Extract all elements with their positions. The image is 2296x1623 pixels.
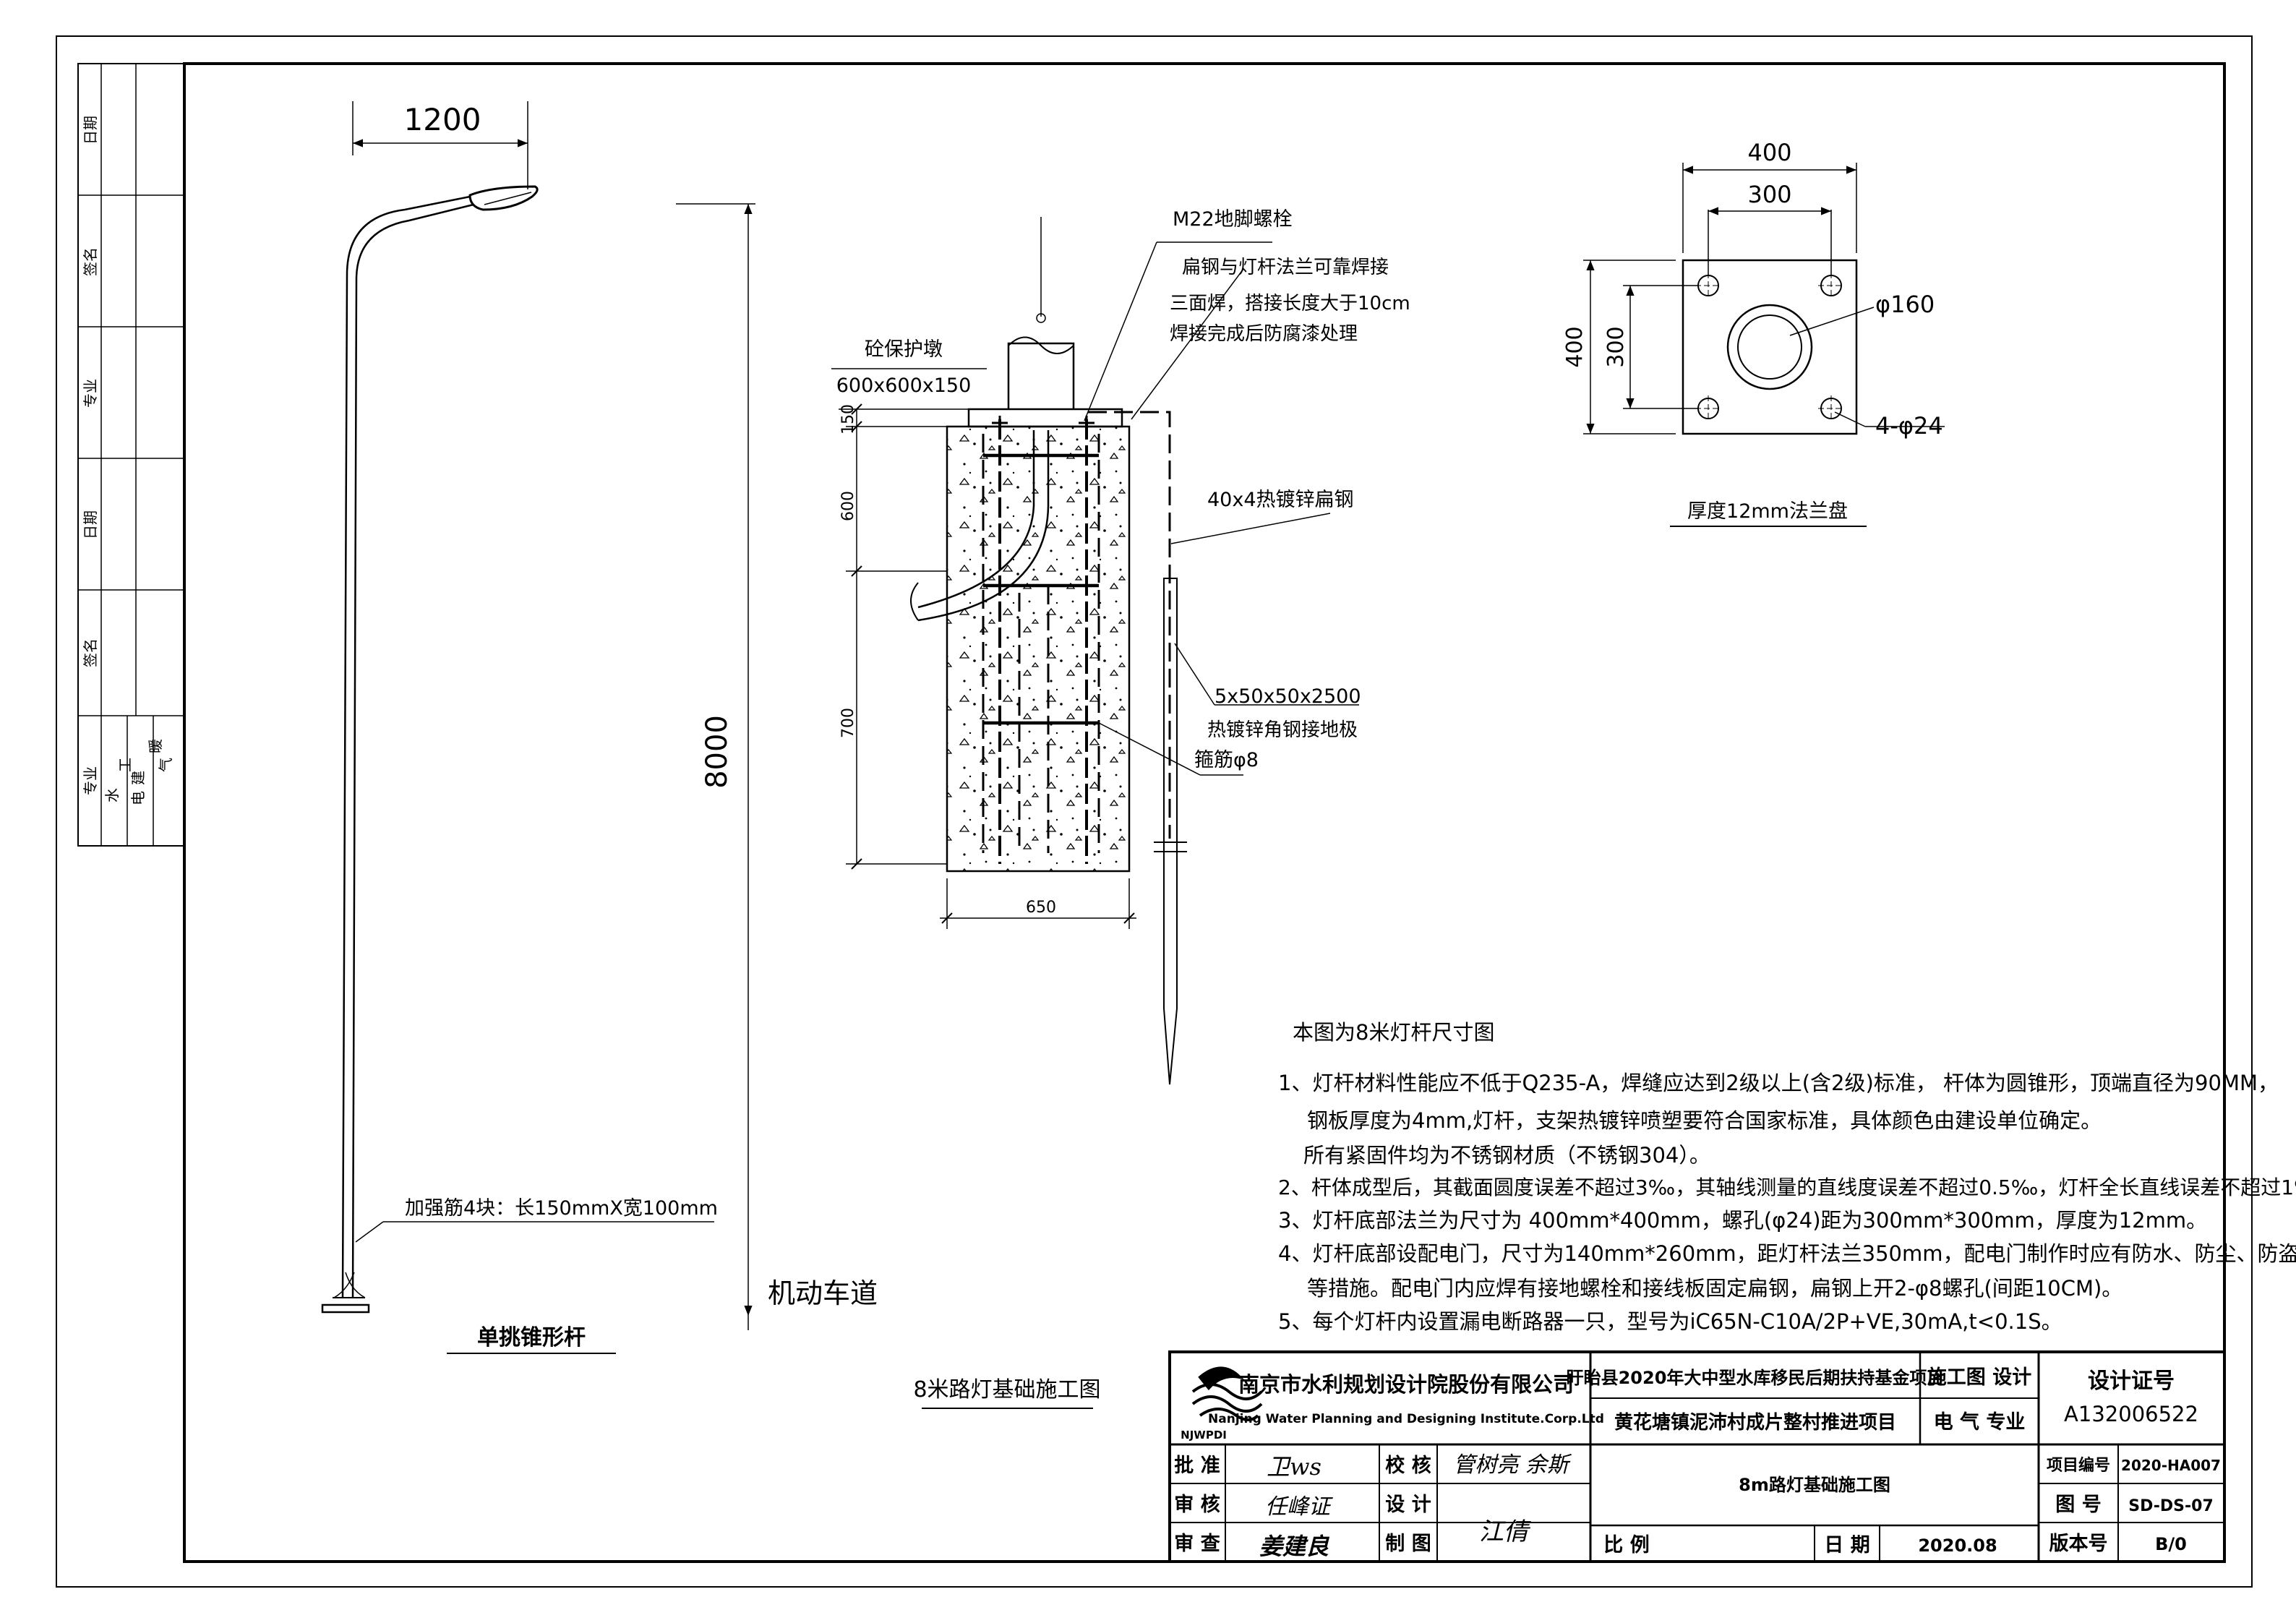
role-design: 设 计 <box>1385 1494 1431 1516</box>
protect-pier-size: 600x600x150 <box>836 374 972 397</box>
foundation-drawing <box>839 217 1359 1409</box>
version-label: 版本号 <box>2049 1533 2108 1555</box>
angle-steel-label: 热镀锌角钢接地极 <box>1207 719 1358 741</box>
scale-label: 比 例 <box>1603 1534 1649 1556</box>
notes-heading: 本图为8米灯杆尺寸图 <box>1293 1020 1494 1045</box>
company-name-en: Nanjing Water Planning and Designing Ins… <box>1208 1412 1604 1426</box>
side-label-sign-1: 签名 <box>82 247 99 276</box>
flat-steel-label: 40x4热镀锌扁钢 <box>1207 489 1354 511</box>
note-1-line-3: 所有紧固件均为不锈钢材质（不锈钢304）。 <box>1303 1143 1710 1168</box>
company-logo <box>1191 1366 1263 1421</box>
road-label: 机动车道 <box>768 1277 878 1309</box>
cert-number: A132006522 <box>2064 1402 2198 1426</box>
pole-title: 单挑锥形杆 <box>477 1325 586 1350</box>
signature-check: 管树亮 余斯 <box>1453 1452 1572 1478</box>
stirrup-label: 箍筋φ8 <box>1194 749 1259 771</box>
drawing-no: SD-DS-07 <box>2128 1497 2214 1515</box>
side-strip <box>77 63 185 847</box>
pole-stiffener-note: 加强筋4块：长150mmX宽100mm <box>405 1197 718 1220</box>
signature-design: 江倩 <box>1479 1517 1531 1546</box>
outer-frame <box>56 35 2253 1588</box>
side-discipline-work: 工 <box>116 758 134 772</box>
weld-note-1: 扁钢与灯杆法兰可靠焊接 <box>1182 257 1389 278</box>
note-2: 2、杆体成型后，其截面圆度误差不超过3‰，其轴线测量的直线度误差不超过0.5‰，… <box>1278 1176 2296 1199</box>
flange-bolt-holes: 4-φ24 <box>1875 412 1943 440</box>
design-stage: 施工图 设计 <box>1927 1366 2031 1389</box>
date-label: 日 期 <box>1824 1534 1869 1556</box>
project-line-1: 盱眙县2020年大中型水库移民后期扶持基金项目 <box>1567 1368 1945 1388</box>
date-value: 2020.08 <box>1918 1536 1997 1556</box>
company-name-cn: 南京市水利规划设计院股份有限公司 <box>1238 1372 1574 1397</box>
pole-height-dimension: 8000 <box>701 715 734 789</box>
side-discipline-build: 建 <box>129 771 147 785</box>
note-3: 3、灯杆底部法兰为尺寸为 400mm*400mm，螺孔(φ24)距为300mm*… <box>1278 1208 2207 1233</box>
company-logo-text: NJWPDI <box>1181 1429 1227 1442</box>
drawing-name: 8m路灯基础施工图 <box>1739 1475 1890 1495</box>
foundation-title: 8米路灯基础施工图 <box>913 1377 1100 1403</box>
side-label-discipline: 专业 <box>82 379 99 408</box>
role-examine: 审 查 <box>1174 1532 1220 1555</box>
side-label-date-2: 日期 <box>82 510 99 539</box>
signature-review: 任峰证 <box>1265 1494 1333 1520</box>
dim-600: 600 <box>839 491 857 521</box>
side-discipline-header: 专业 <box>82 766 99 795</box>
weld-note-2: 三面焊，搭接长度大于10cm <box>1170 293 1410 314</box>
title-block-grid <box>1168 1350 2226 1563</box>
note-4-line-1: 4、灯杆底部设配电门，尺寸为140mm*260mm，距灯杆法兰350mm，配电门… <box>1278 1241 2296 1266</box>
note-5: 5、每个灯杆内设置漏电断路器一只，型号为iC65N-C10A/2P+VE,30m… <box>1278 1309 2062 1334</box>
cert-label: 设计证号 <box>2088 1369 2175 1394</box>
signature-approve: 卫ws <box>1267 1453 1322 1481</box>
flange-center-hole: φ160 <box>1875 291 1935 318</box>
flange-width-300: 300 <box>1747 181 1791 208</box>
anchor-bolt-label: M22地脚螺栓 <box>1173 208 1293 231</box>
note-4-line-2: 等措施。配电门内应焊有接地螺栓和接线板固定扁钢，扁钢上开2-φ8螺孔(间距10C… <box>1307 1276 2122 1301</box>
project-no-label: 项目编号 <box>2047 1456 2110 1475</box>
role-review: 审 核 <box>1174 1493 1220 1516</box>
note-1-line-1: 1、灯杆材料性能应不低于Q235-A，焊缝应达到2级以上(含2级)标准， 杆体为… <box>1278 1071 2279 1095</box>
note-1-line-2: 钢板厚度为4mm,灯杆，支架热镀锌喷塑要符合国家标准，具体颜色由建设单位确定。 <box>1307 1108 2102 1133</box>
flange-title: 厚度12mm法兰盘 <box>1687 500 1848 523</box>
drawing-no-label: 图 号 <box>2055 1494 2101 1516</box>
role-approve: 批 准 <box>1174 1455 1220 1477</box>
flange-height-400: 400 <box>1562 326 1588 367</box>
project-no: 2020-HA007 <box>2121 1457 2221 1474</box>
version: B/0 <box>2155 1534 2187 1554</box>
weld-note-3: 焊接完成后防腐漆处理 <box>1170 323 1358 345</box>
role-draw: 制 图 <box>1385 1533 1431 1555</box>
role-check: 校 核 <box>1385 1454 1431 1477</box>
side-discipline-hvac: 暖 <box>147 739 164 753</box>
signature-examine: 姜建良 <box>1259 1533 1330 1560</box>
flange-drawing <box>1583 163 1945 527</box>
angle-steel-size: 5x50x50x2500 <box>1215 685 1361 708</box>
dim-650: 650 <box>1026 899 1056 917</box>
side-discipline-water: 水 <box>103 788 121 802</box>
pole-arm-dimension: 1200 <box>404 102 481 137</box>
side-discipline-gas: 气 <box>157 758 174 772</box>
dim-150: 150 <box>839 404 857 434</box>
dim-700: 700 <box>839 708 857 738</box>
protect-pier-label: 砼保护墩 <box>865 338 943 361</box>
project-line-2: 黄花塘镇泥沛村成片整村推进项目 <box>1614 1411 1896 1434</box>
height-dimension <box>676 203 755 1330</box>
flange-width-400: 400 <box>1747 139 1791 166</box>
design-discipline: 电 气 专业 <box>1934 1411 2026 1434</box>
side-label-date-1: 日期 <box>82 116 99 145</box>
side-label-sign-2: 签名 <box>82 638 99 667</box>
side-discipline-elec: 电 <box>129 791 147 805</box>
lamp-pole <box>321 101 714 1354</box>
flange-height-300: 300 <box>1603 326 1629 367</box>
